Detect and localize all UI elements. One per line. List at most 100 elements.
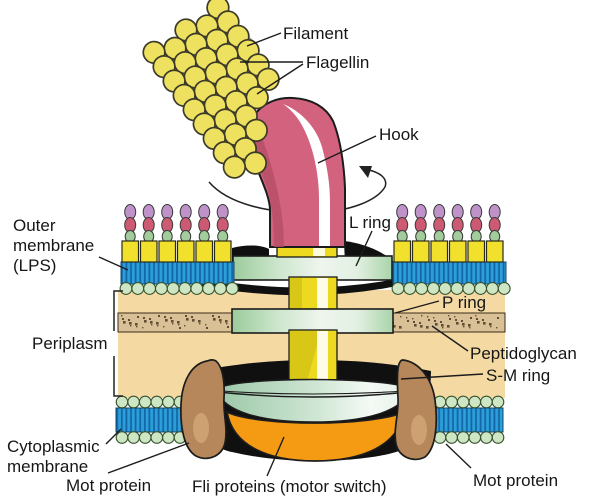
label-l-ring: L ring	[349, 213, 391, 232]
lipid-head	[115, 431, 129, 444]
peptidoglycan-speckle	[434, 320, 436, 322]
lps-block	[213, 240, 232, 263]
lipid-head	[166, 282, 180, 295]
peptidoglycan-speckle	[129, 322, 132, 325]
label-s-m-ring: S-M ring	[486, 366, 550, 385]
peptidoglycan-speckle	[149, 318, 151, 320]
peptidoglycan-speckle	[400, 316, 402, 318]
peptidoglycan-speckle	[179, 327, 181, 329]
lipid-head	[497, 282, 511, 295]
peptidoglycan-speckle	[426, 326, 429, 329]
labels: Filament Flagellin Hook L ring Outer mem…	[7, 24, 577, 496]
lipid-head	[127, 395, 140, 409]
peptidoglycan-speckle	[191, 316, 193, 318]
lipid-tail-band	[433, 407, 504, 433]
peptidoglycan-speckle	[122, 318, 124, 320]
cytoplasmic-membrane-pointer-line	[105, 428, 122, 445]
lipid-head	[119, 282, 133, 295]
peptidoglycan-speckle	[178, 324, 180, 326]
lps-block	[430, 240, 449, 263]
peptidoglycan-speckle	[143, 317, 145, 319]
peptidoglycan-speckle	[414, 324, 417, 327]
peptidoglycan-speckle	[399, 326, 402, 329]
peptidoglycan-speckle	[413, 321, 415, 323]
peptidoglycan-speckle	[170, 317, 172, 319]
peptidoglycan-speckle	[475, 315, 477, 317]
peptidoglycan-speckle	[428, 319, 430, 321]
rod-upper	[288, 276, 338, 313]
peptidoglycan-speckle	[406, 317, 408, 319]
peptidoglycan-speckle	[468, 324, 471, 327]
peptidoglycan-speckle	[142, 327, 144, 329]
lps-block	[411, 240, 430, 263]
hook-pointer-line	[317, 135, 377, 164]
peptidoglycan-speckle	[130, 325, 132, 327]
lipid-head	[480, 431, 493, 444]
peptidoglycan-speckle	[407, 320, 409, 322]
lipid-head	[468, 431, 482, 444]
peptidoglycan-speckle	[150, 321, 153, 324]
lipid-head	[391, 282, 405, 295]
label-peptidoglycan: Peptidoglycan	[470, 344, 577, 363]
outer-membrane-segment	[391, 204, 511, 295]
cytoplasmic-membrane-segment	[433, 395, 505, 444]
filament-pointer-line	[246, 32, 282, 47]
lipid-head	[213, 282, 227, 295]
fli-proteins-pointer-line	[266, 436, 285, 477]
peptidoglycan-speckle	[420, 325, 423, 328]
lps-block	[467, 240, 486, 263]
mot-protein-left-pointer-line	[107, 442, 190, 474]
label-mot-protein-right: Mot protein	[473, 471, 558, 490]
lipid-head	[403, 282, 417, 295]
flagellin-bead	[222, 155, 247, 179]
lps-block	[448, 240, 467, 263]
lipid-head	[131, 282, 145, 295]
lps-block	[393, 240, 412, 263]
periplasm-bracket	[113, 290, 123, 397]
rod-lower	[288, 329, 338, 383]
outer-membrane	[119, 204, 511, 295]
label-outer-membrane-1: Outer	[13, 216, 56, 235]
peptidoglycan-speckle	[212, 315, 214, 317]
lipid-head	[115, 395, 129, 409]
l-ring-pointer-line	[355, 230, 373, 267]
peptidoglycan-speckle	[184, 325, 186, 327]
peptidoglycan-speckle	[463, 326, 465, 328]
flagellin-pointer-line-2	[256, 63, 304, 95]
peptidoglycan-speckle	[489, 323, 492, 326]
flagellin-bead	[243, 151, 267, 175]
lipid-head	[162, 431, 175, 444]
peptidoglycan-speckle	[440, 321, 442, 323]
outer-membrane-pointer-line	[98, 256, 129, 271]
peptidoglycan-speckle	[496, 327, 498, 329]
peptidoglycan-speckle	[456, 322, 459, 325]
label-outer-membrane-3: (LPS)	[13, 256, 56, 275]
peptidoglycan-speckle	[186, 318, 189, 321]
peptidoglycan-speckle	[185, 315, 187, 317]
lipid-head	[178, 282, 192, 295]
label-p-ring: P ring	[442, 293, 486, 312]
peptidoglycan-speckle	[213, 318, 216, 321]
peptidoglycan-speckle	[144, 320, 147, 323]
peptidoglycan-speckle	[158, 315, 160, 317]
peptidoglycan-speckle	[421, 315, 423, 317]
lipid-head	[202, 282, 216, 295]
lipid-tail-band	[120, 261, 235, 285]
lipid-head	[491, 395, 505, 409]
peptidoglycan-speckle	[137, 316, 139, 318]
label-cytoplasmic-membrane-1: Cytoplasmic	[7, 437, 100, 456]
peptidoglycan-speckle	[206, 327, 208, 329]
lipid-head	[150, 395, 164, 409]
peptidoglycan-speckle	[123, 321, 126, 324]
lipid-tail-band	[392, 261, 507, 285]
peptidoglycan-speckle	[156, 322, 159, 325]
lipid-head	[162, 395, 175, 409]
lipid-head	[143, 282, 157, 295]
label-outer-membrane-2: membrane	[13, 236, 94, 255]
peptidoglycan-speckle	[477, 321, 480, 324]
peptidoglycan-speckle	[435, 323, 438, 326]
label-mot-protein-left: Mot protein	[66, 476, 151, 495]
flagellin-bead	[244, 118, 268, 142]
